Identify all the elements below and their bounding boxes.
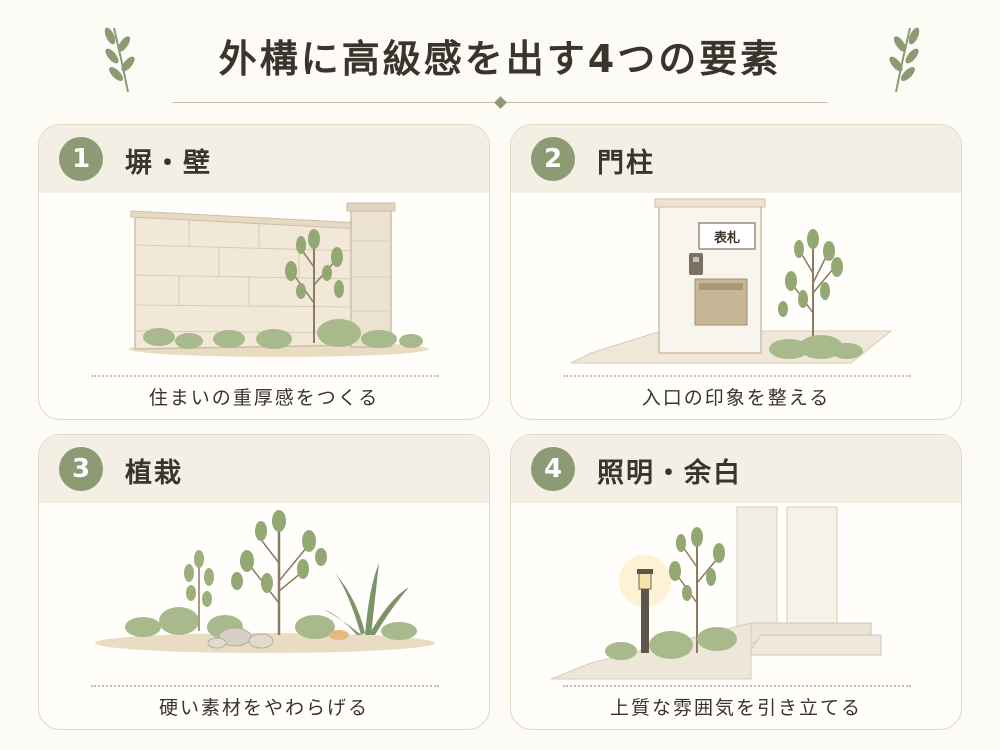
card-number-badge: 2 (531, 137, 575, 181)
card-header: 1 塀・壁 (39, 125, 489, 193)
card-number-badge: 4 (531, 447, 575, 491)
card-caption: 住まいの重厚感をつくる (148, 387, 380, 409)
card-caption: 上質な雰囲気を引き立てる (609, 697, 862, 719)
lighting-space-illustration (550, 506, 882, 680)
planting-illustration (95, 510, 435, 653)
leaf-sprig-icon (889, 27, 920, 93)
card-wall: 1 塀・壁 (38, 124, 490, 420)
card-header: 4 照明・余白 (511, 435, 961, 503)
card-number-badge: 3 (59, 447, 103, 491)
nameplate-text: 表札 (713, 230, 740, 246)
card-divider (91, 685, 439, 687)
card-title: 塀・壁 (125, 148, 212, 179)
page-header: 外構に高級感を出す4つの要素 (0, 0, 1000, 112)
card-caption: 入口の印象を整える (641, 387, 831, 409)
card-divider (563, 685, 911, 687)
card-divider (91, 375, 439, 377)
card-header: 3 植栽 (39, 435, 489, 503)
gate-pillar-illustration: 表札 (570, 198, 893, 364)
card-divider (563, 375, 911, 377)
card-caption: 硬い素材をやわらげる (158, 697, 369, 719)
card-title: 門柱 (597, 148, 655, 179)
card-title: 照明・余白 (597, 458, 742, 489)
diamond-icon (494, 96, 507, 109)
card-header: 2 門柱 (511, 125, 961, 193)
card-lighting-space: 4 照明・余白 上質な雰囲気を引き立てる (510, 434, 962, 730)
card-title: 植栽 (125, 458, 183, 489)
leaf-sprig-icon (104, 27, 135, 93)
card-gate-pillar: 2 門柱 表札 入口の印象を整える (510, 124, 962, 420)
page-title: 外構に高級感を出す4つの要素 (218, 37, 782, 81)
stone-wall-illustration (129, 202, 429, 357)
card-planting: 3 植栽 (38, 434, 490, 730)
card-number-badge: 1 (59, 137, 103, 181)
